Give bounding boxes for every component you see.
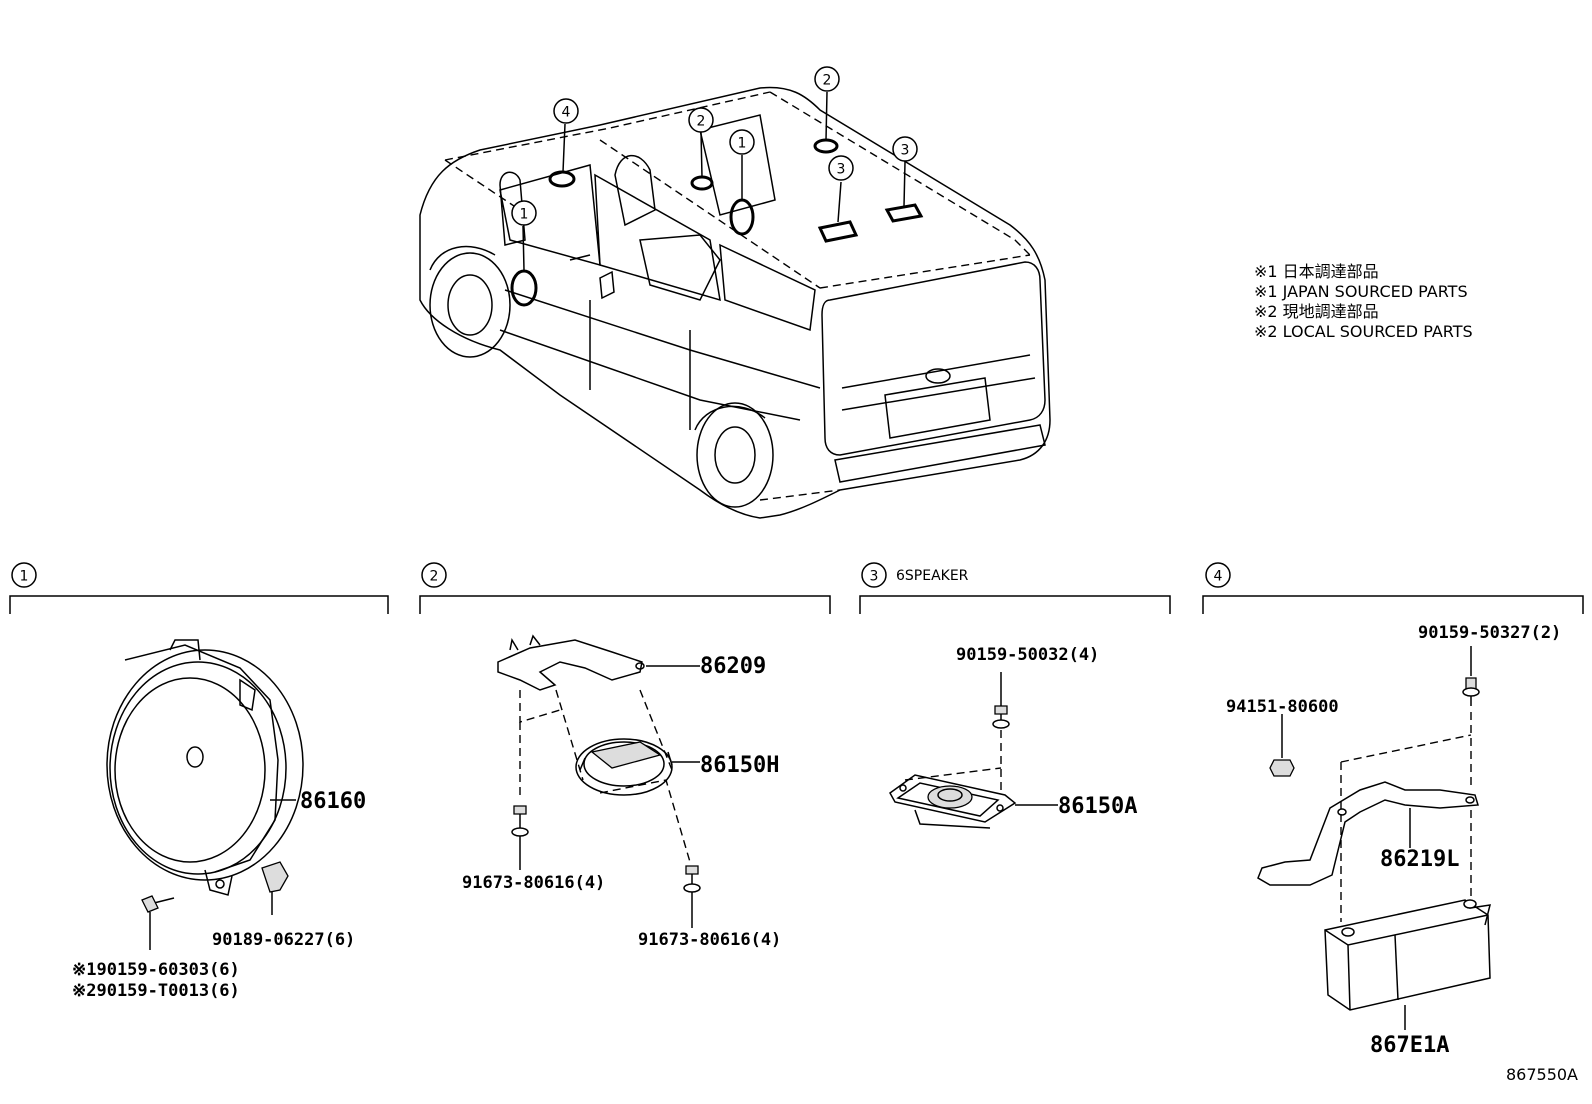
part-number-90159-60303: ※190159-60303(6) [72, 960, 240, 980]
part-number-867E1A: 867E1A [1370, 1033, 1449, 1058]
part-number-90159-50032: 90159-50032(4) [956, 645, 1099, 665]
section-3-title: 6SPEAKER [896, 568, 969, 584]
callout-1-front: 1 [520, 207, 529, 223]
speaker-location-markers [510, 91, 924, 307]
amplifier-dashed-guides [1340, 712, 1472, 922]
part-number-86160: 86160 [300, 789, 366, 814]
part-number-86209: 86209 [700, 654, 766, 679]
speaker-86150A-drawing [889, 774, 1058, 829]
section-3-header: 3 6SPEAKER [859, 562, 1171, 614]
screw-icon [511, 805, 529, 870]
screw-icon [992, 672, 1010, 729]
section-2-header: 2 [419, 562, 831, 614]
part-number-91673-80616-b: 91673-80616(4) [638, 930, 781, 950]
marker-tweeter-roof [813, 138, 839, 154]
bolt-icon [141, 895, 175, 913]
speaker-86160-drawing [106, 639, 304, 950]
tweeter-86150H-drawing [575, 738, 700, 796]
legend-line-2: ※1 JAPAN SOURCED PARTS [1254, 282, 1468, 301]
part-number-90189-06227: 90189-06227(6) [212, 930, 355, 950]
section-1-number: 1 [20, 569, 29, 585]
part-number-91673-80616-a: 91673-80616(4) [462, 873, 605, 893]
legend: ※1 日本調達部品 ※1 JAPAN SOURCED PARTS ※2 現地調達… [1254, 262, 1473, 341]
figure-id: 867550A [1506, 1065, 1578, 1084]
marker-ceiling-speaker-b [884, 203, 924, 223]
bracket-86219L-drawing [1257, 781, 1479, 886]
callout-2-mid: 2 [697, 114, 706, 130]
bolt-icon [1462, 646, 1480, 706]
part-number-86150A: 86150A [1058, 794, 1137, 819]
section-1-header: 1 [9, 562, 389, 614]
section-3-number: 3 [870, 569, 879, 585]
clip-icon [261, 861, 289, 893]
legend-line-3: ※2 現地調達部品 [1254, 302, 1379, 321]
section-2-number: 2 [430, 569, 439, 585]
marker-door-speaker-front [510, 269, 538, 307]
tweeter-dashed-guides [519, 689, 691, 863]
van-illustration [419, 86, 1051, 519]
section-4-header: 4 [1202, 562, 1584, 614]
marker-ceiling-speaker-a [817, 220, 859, 243]
section-4-number: 4 [1214, 569, 1223, 585]
marker-tweeter-front [548, 170, 576, 188]
callout-4: 4 [562, 105, 571, 121]
callout-3-b: 3 [901, 143, 910, 159]
screw-icon [683, 865, 701, 928]
amplifier-867E1A-drawing [1324, 899, 1492, 1030]
legend-line-1: ※1 日本調達部品 [1254, 262, 1379, 281]
nut-icon [1269, 714, 1295, 777]
part-number-86219L: 86219L [1380, 847, 1459, 872]
callout-2-rear: 2 [823, 73, 832, 89]
marker-tweeter-rear [690, 175, 714, 191]
legend-line-4: ※2 LOCAL SOURCED PARTS [1254, 322, 1473, 341]
van-callouts: 4 1 2 1 2 3 3 [511, 66, 918, 226]
speaker-dashed-guides [904, 730, 1002, 790]
part-number-90159-50327: 90159-50327(2) [1418, 623, 1561, 643]
bracket-86209-drawing [497, 634, 700, 691]
callout-1-rear: 1 [738, 136, 747, 152]
part-number-90159-T0013: ※290159-T0013(6) [72, 981, 240, 1001]
callout-3-a: 3 [837, 162, 846, 178]
part-number-86150H: 86150H [700, 753, 779, 778]
marker-door-speaker-rear [729, 198, 755, 236]
part-number-94151-80600: 94151-80600 [1226, 697, 1339, 717]
